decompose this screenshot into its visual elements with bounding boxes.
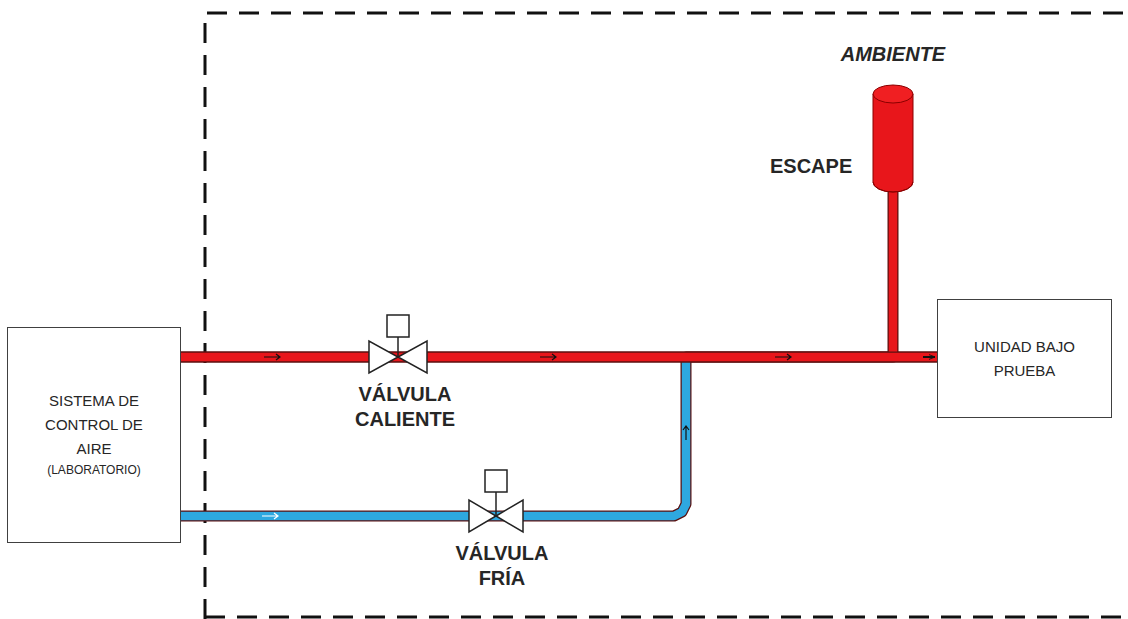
equipment-box: UNIDAD BAJO PRUEBA xyxy=(937,299,1112,418)
ambient-label: AMBIENTE xyxy=(793,42,993,67)
cold-valve-symbol xyxy=(469,470,523,532)
air-pipe xyxy=(181,189,893,357)
flow-arrows xyxy=(262,354,791,519)
node-title: UNIDAD BAJO PRUEBA xyxy=(965,335,1085,383)
exhaust-cylinder xyxy=(870,82,916,197)
air-pipe xyxy=(181,357,937,358)
node-title: ESCAPE xyxy=(770,150,852,182)
exhaust-stack: ESCAPE xyxy=(770,82,916,197)
node-subtitle: (LABORATORIO) xyxy=(47,461,141,480)
hot-valve-symbol xyxy=(369,315,427,373)
valve-label: VÁLVULA CALIENTE xyxy=(340,382,470,432)
valve-label: VÁLVULA FRÍA xyxy=(437,541,567,591)
equipment-box: SISTEMA DE CONTROL DE AIRE(LABORATORIO) xyxy=(7,327,181,543)
air-pipe xyxy=(181,357,937,516)
node-title: SISTEMA DE CONTROL DE AIRE xyxy=(34,389,154,461)
test-boundary xyxy=(205,13,1128,619)
